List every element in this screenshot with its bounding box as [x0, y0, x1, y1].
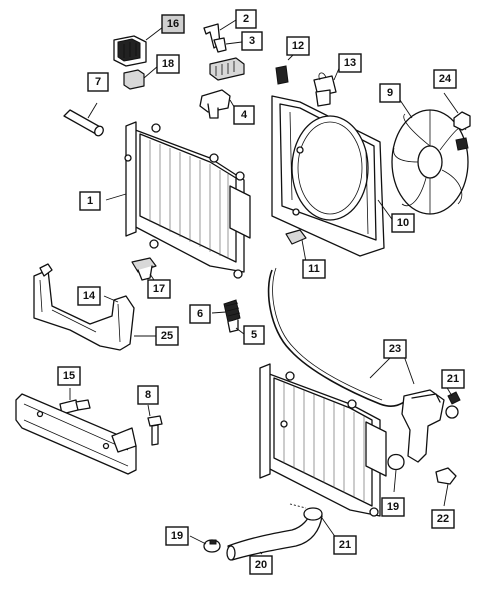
part-15-fastener	[59, 388, 91, 415]
callout-4: 4	[233, 105, 255, 125]
callout-18: 18	[156, 54, 180, 74]
callout-20: 20	[249, 555, 273, 575]
part-19-clamp-right	[387, 453, 405, 493]
svg-text:19: 19	[387, 501, 399, 513]
part-9-fan	[391, 99, 469, 215]
callout-7: 7	[87, 72, 109, 92]
callout-19-right: 19	[381, 497, 405, 517]
part-17-mount	[131, 257, 159, 287]
callout-24: 24	[433, 69, 457, 89]
lower-crossmember-bracket	[15, 393, 137, 475]
part-13-relay	[313, 65, 341, 107]
callout-14: 14	[77, 286, 101, 306]
callout-22: 22	[431, 509, 455, 529]
callout-25: 25	[155, 326, 179, 346]
svg-text:1: 1	[87, 195, 93, 207]
callout-3: 3	[241, 31, 263, 51]
part-10-fan-shroud	[271, 95, 395, 257]
callout-1: 1	[79, 191, 101, 211]
svg-text:8: 8	[145, 389, 151, 401]
callout-5: 5	[243, 325, 265, 345]
svg-text:21: 21	[447, 373, 459, 385]
svg-text:20: 20	[255, 559, 267, 571]
part-7-tube	[63, 102, 104, 137]
svg-text:23: 23	[389, 343, 401, 355]
svg-text:13: 13	[344, 57, 356, 69]
callout-10: 10	[391, 213, 415, 233]
svg-text:25: 25	[161, 330, 173, 342]
part-1-radiator	[105, 121, 251, 279]
callout-16: 16	[161, 14, 185, 34]
part-21-clamp-right	[401, 385, 461, 463]
svg-text:3: 3	[249, 35, 255, 47]
callout-15: 15	[57, 366, 81, 386]
callout-12: 12	[286, 36, 310, 56]
part-12-clip	[275, 52, 296, 85]
svg-text:19: 19	[171, 530, 183, 542]
callout-6: 6	[189, 304, 211, 324]
part-14-air-baffle	[33, 263, 156, 351]
part-22-clip	[435, 467, 457, 507]
callout-13: 13	[338, 53, 362, 73]
part-11-bracket	[285, 229, 307, 263]
svg-text:11: 11	[308, 263, 320, 275]
callout-19-left: 19	[165, 526, 189, 546]
svg-text:22: 22	[437, 513, 449, 525]
svg-text:18: 18	[162, 58, 174, 70]
svg-text:12: 12	[292, 40, 304, 52]
part-4-connector	[199, 57, 245, 119]
part-8-bolt	[147, 404, 163, 446]
callout-11: 11	[302, 259, 326, 279]
callout-2: 2	[235, 9, 257, 29]
part-18-block	[123, 65, 159, 90]
part-21-clamp-left	[303, 507, 337, 539]
svg-text:17: 17	[153, 283, 165, 295]
svg-text:15: 15	[63, 370, 75, 382]
part-6-sensor	[211, 299, 245, 335]
svg-text:6: 6	[197, 308, 203, 320]
radiator-assembly-lower	[259, 363, 387, 517]
svg-text:4: 4	[241, 109, 248, 121]
svg-text:7: 7	[95, 76, 101, 88]
part-16-connector	[113, 26, 164, 67]
callout-9: 9	[379, 83, 401, 103]
svg-text:24: 24	[439, 73, 452, 85]
svg-text:21: 21	[339, 539, 351, 551]
svg-text:14: 14	[83, 290, 96, 302]
part-23-overflow-hose	[267, 267, 415, 407]
svg-text:9: 9	[387, 87, 393, 99]
part-24-nut	[443, 92, 471, 151]
part-19-clamp-left	[189, 535, 221, 553]
callout-21-left: 21	[333, 535, 357, 555]
svg-text:2: 2	[243, 13, 249, 25]
callout-8: 8	[137, 385, 159, 405]
svg-text:5: 5	[251, 329, 257, 341]
callout-17: 17	[147, 279, 171, 299]
callout-21-right: 21	[441, 369, 465, 389]
part-2-clip	[203, 19, 243, 53]
svg-text:16: 16	[167, 18, 179, 30]
svg-text:10: 10	[397, 217, 409, 229]
callout-23: 23	[383, 339, 407, 359]
